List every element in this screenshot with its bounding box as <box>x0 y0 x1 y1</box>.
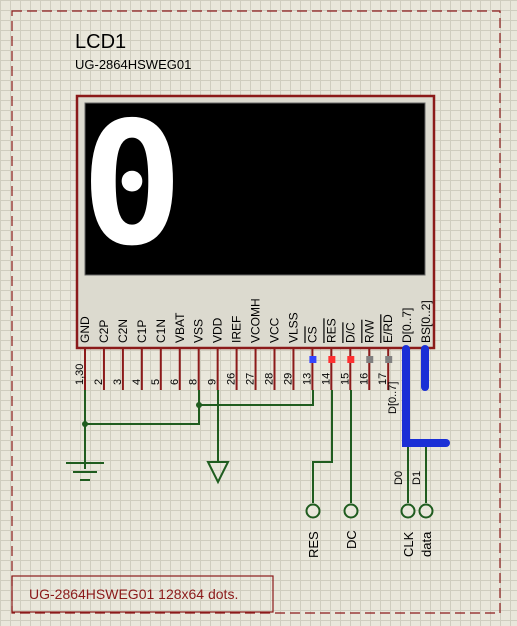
pin-vbat[interactable]: VBAT 6 <box>169 312 187 390</box>
pin-name: R/W <box>362 319 376 343</box>
pin-d-c[interactable]: D/C 15 <box>339 322 357 390</box>
wires <box>84 390 427 503</box>
pin-name: VSS <box>192 319 206 343</box>
pin-c1n[interactable]: C1N 5 <box>150 319 168 390</box>
pin-vcomh[interactable]: VCOMH 27 <box>245 298 263 390</box>
pin-name: C2P <box>97 320 111 343</box>
terminal-clk[interactable] <box>400 503 416 519</box>
ground-icon <box>66 462 104 481</box>
pin-vlss[interactable]: VLSS 29 <box>282 312 300 390</box>
pin-c2n[interactable]: C2N 3 <box>112 319 130 390</box>
pins-layer: GND 1,30 C2P 2 C2N 3 C1P 4 C1N 5 VBAT 6 VSS 8 VDD 9 IREF… <box>74 298 433 390</box>
lcd-screen <box>84 102 426 276</box>
pin-state-indicator <box>328 356 336 363</box>
terminal-clk-label: CLK <box>401 531 416 557</box>
lcd-component[interactable]: 0 <box>75 86 436 350</box>
pin-name: C1P <box>135 320 149 343</box>
wire-res <box>312 390 333 503</box>
bus-label: D[0..7] <box>387 382 399 414</box>
sheet-border <box>11 10 501 614</box>
pin-number: 27 <box>245 373 257 385</box>
terminal-res-label: RES <box>306 531 321 558</box>
pin-number: 2 <box>93 379 105 385</box>
pin-gnd[interactable]: GND 1,30 <box>74 316 92 390</box>
pin-res[interactable]: RES 14 <box>320 318 338 390</box>
data-bus <box>402 345 450 447</box>
pin-number: 26 <box>226 373 238 385</box>
pin-number: 13 <box>301 373 313 385</box>
terminal-res[interactable] <box>305 503 321 519</box>
description-box <box>11 575 274 613</box>
pin-name: VCC <box>268 317 282 343</box>
pin-name: D/C <box>343 322 357 343</box>
pin-e-rd[interactable]: E/RD 17 <box>377 314 395 390</box>
pin-name: BS[0..2] <box>419 300 433 343</box>
pin-cs[interactable]: CS 13 <box>301 326 319 390</box>
component-ref: LCD1 <box>75 31 126 53</box>
pin-name: C2N <box>116 319 130 343</box>
bus-tap-d0: D0 <box>393 471 405 485</box>
pin-vdd[interactable]: VDD 9 <box>207 317 225 390</box>
pin-bs-0-2-[interactable]: BS[0..2] <box>419 300 433 343</box>
pin-vss[interactable]: VSS 8 <box>188 319 206 390</box>
pin-number: 4 <box>131 379 143 385</box>
pin-name: IREF <box>230 316 244 343</box>
junction-vss <box>196 402 202 408</box>
pin-c1p[interactable]: C1P 4 <box>131 320 149 390</box>
pin-name: C1N <box>154 319 168 343</box>
pin-number: 6 <box>169 379 181 385</box>
power-triangle-icon <box>206 461 230 485</box>
bus-d <box>402 345 450 447</box>
terminal-data[interactable] <box>418 503 434 519</box>
pin-name: GND <box>78 316 92 343</box>
pin-iref[interactable]: IREF 26 <box>226 316 244 390</box>
pin-number: 14 <box>320 373 332 385</box>
wire-vss <box>85 390 200 425</box>
pin-name: D[0..7] <box>400 308 414 343</box>
component-part: UG-2864HSWEG01 <box>75 57 191 72</box>
pin-number: 1,30 <box>74 364 86 385</box>
pin-name: CS <box>305 326 319 343</box>
pin-name: VBAT <box>173 312 187 343</box>
terminals[interactable] <box>305 503 434 519</box>
pin-vcc[interactable]: VCC 28 <box>264 317 282 390</box>
wire-cs <box>199 390 314 406</box>
pin-name: E/RD <box>381 314 395 343</box>
pin-d-0-7-[interactable]: D[0..7] <box>400 308 414 343</box>
junction-gnd <box>82 421 88 427</box>
pin-number: 16 <box>358 373 370 385</box>
pin-number: 5 <box>150 379 162 385</box>
pin-name: VCOMH <box>249 298 263 343</box>
terminal-data-label: data <box>419 531 434 557</box>
pin-number: 29 <box>282 373 294 385</box>
pin-state-indicator <box>385 356 393 363</box>
pin-number: 15 <box>339 373 351 385</box>
pin-number: 8 <box>188 379 200 385</box>
pin-name: RES <box>324 318 338 343</box>
pin-state-indicator <box>347 356 355 363</box>
bus-tap-d1: D1 <box>411 471 423 485</box>
pin-number: 28 <box>264 373 276 385</box>
description-text: UG-2864HSWEG01 128x64 dots. <box>29 586 238 602</box>
pin-number: 3 <box>112 379 124 385</box>
pin-name: VLSS <box>286 312 300 343</box>
lcd-digit: 0 <box>81 86 183 284</box>
pin-state-indicator <box>309 356 317 363</box>
pin-number: 17 <box>377 373 389 385</box>
pin-name: VDD <box>211 317 225 343</box>
pin-c2p[interactable]: C2P 2 <box>93 320 111 390</box>
pin-state-indicator <box>366 356 374 363</box>
pin-r-w[interactable]: R/W 16 <box>358 319 376 390</box>
terminal-dc[interactable] <box>343 503 359 519</box>
pin-number: 9 <box>207 379 219 385</box>
terminal-dc-label: DC <box>344 530 359 549</box>
